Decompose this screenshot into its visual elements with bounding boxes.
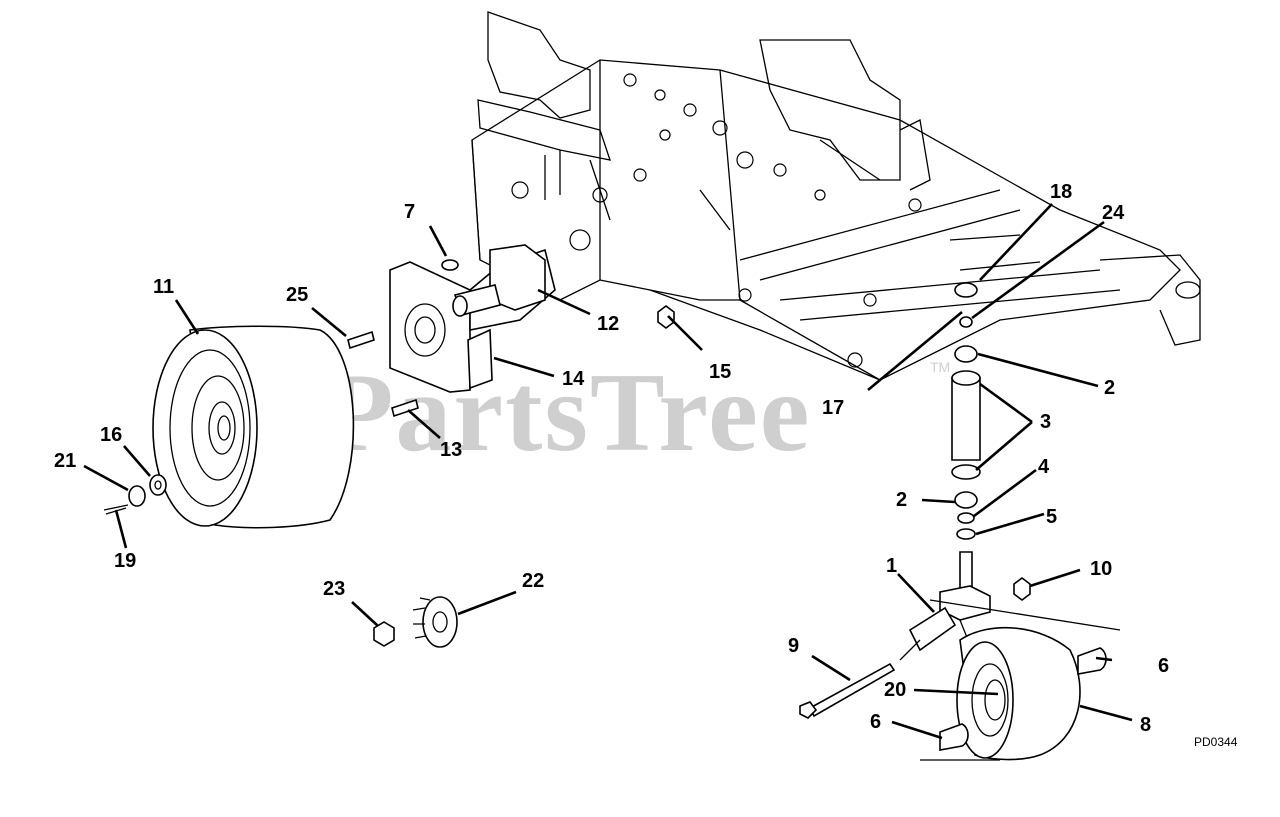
callout-16[interactable]: 16 [100, 424, 122, 446]
callout-22[interactable]: 22 [522, 570, 544, 592]
callout-6[interactable]: 6 [870, 711, 881, 733]
seal-4 [957, 512, 975, 524]
callout-21[interactable]: 21 [54, 450, 76, 472]
callout-2[interactable]: 2 [896, 489, 907, 511]
washer-24 [959, 316, 973, 328]
washer [149, 474, 167, 496]
callout-19[interactable]: 19 [114, 550, 136, 572]
callout-23[interactable]: 23 [323, 578, 345, 600]
axle-nut [1013, 577, 1031, 601]
callout-10[interactable]: 10 [1090, 558, 1112, 580]
bearing-race [951, 464, 981, 480]
callout-2[interactable]: 2 [1104, 377, 1115, 399]
callout-12[interactable]: 12 [597, 313, 619, 335]
tractor-frame-drawing [471, 11, 1201, 381]
watermark-trademark: TM [930, 359, 950, 375]
callout-6[interactable]: 6 [1158, 655, 1169, 677]
callout-24[interactable]: 24 [1102, 202, 1125, 224]
castle-nut [128, 485, 146, 507]
callout-8[interactable]: 8 [1140, 714, 1151, 736]
leader-lines [83, 203, 1133, 740]
drawing-code: PD0344 [1194, 735, 1238, 749]
callout-5[interactable]: 5 [1046, 506, 1057, 528]
shaft-key [441, 259, 459, 271]
rear-tire [152, 325, 355, 529]
dust-cap [954, 282, 978, 298]
upper-bearing [954, 345, 978, 363]
callout-13[interactable]: 13 [440, 439, 462, 461]
wheel-motor-assembly [389, 244, 556, 393]
washer-5 [956, 528, 976, 540]
wheel-hub [412, 596, 458, 648]
caster-fork [899, 551, 1001, 721]
hub-nut [373, 621, 395, 647]
lower-bearing [954, 491, 978, 509]
spacer-lower [939, 723, 969, 751]
bolt-25 [347, 330, 375, 350]
caster-bolt [799, 662, 896, 719]
callout-11[interactable]: 11 [153, 276, 174, 298]
callout-20[interactable]: 20 [884, 679, 906, 701]
callout-9[interactable]: 9 [788, 635, 799, 657]
callout-25[interactable]: 25 [286, 284, 308, 306]
callout-17[interactable]: 17 [822, 397, 844, 419]
callout-15[interactable]: 15 [709, 361, 731, 383]
frame-nut [657, 305, 675, 329]
caster-tube [951, 377, 981, 461]
callout-1[interactable]: 1 [886, 555, 897, 577]
callout-numbers: 1 2 2 3 4 5 6 6 7 8 9 10 11 12 13 14 15 … [54, 181, 1169, 736]
axle-hardware-left [103, 474, 167, 515]
callout-3[interactable]: 3 [1040, 411, 1051, 433]
callout-14[interactable]: 14 [562, 368, 585, 390]
callout-18[interactable]: 18 [1050, 181, 1072, 203]
caster-stack [951, 282, 981, 540]
bolt-13 [391, 398, 419, 418]
callout-4[interactable]: 4 [1038, 456, 1050, 478]
caster-wheel [920, 599, 1121, 761]
spacer-upper [1077, 647, 1107, 675]
callout-7[interactable]: 7 [404, 201, 415, 223]
